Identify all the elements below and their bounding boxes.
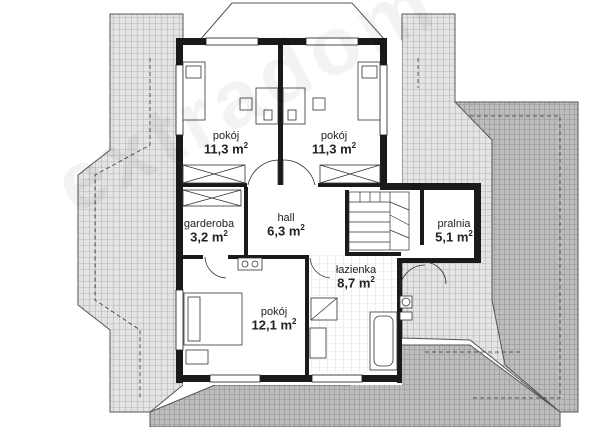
room-label-garderoba: garderoba 3,2 m2	[178, 218, 240, 245]
room-name: pokój	[320, 130, 348, 142]
room-name: pokój	[260, 306, 288, 318]
bathroom-fixtures	[185, 257, 413, 371]
room-name: pokój	[212, 130, 240, 142]
room-area: 6,3 m2	[267, 223, 305, 239]
roof-right	[401, 13, 579, 413]
room-name: pralnia	[437, 218, 471, 230]
room-area: 8,7 m2	[337, 275, 375, 291]
room-label-hall: hall 6,3 m2	[258, 212, 314, 239]
room-area: 3,2 m2	[190, 229, 228, 245]
room-label-pokoj-left: pokój 11,3 m2	[196, 130, 256, 157]
doors	[204, 159, 447, 291]
roof-dashed-lines	[94, 58, 561, 399]
room-name: hall	[277, 212, 295, 224]
room-area: 5,1 m2	[435, 229, 473, 245]
room-name: garderoba	[183, 218, 235, 230]
interior-walls	[183, 45, 424, 375]
room-area: 11,3 m2	[311, 141, 357, 157]
room-label-pokoj-bottom: pokój 12,1 m2	[244, 306, 304, 333]
stairs	[348, 191, 410, 251]
room-label-lazienka: łazienka 8,7 m2	[326, 264, 386, 291]
desks	[239, 87, 326, 125]
room-label-pralnia: pralnia 5,1 m2	[426, 218, 482, 245]
pralnia-floor	[402, 190, 478, 260]
windows	[175, 37, 388, 383]
room-area: 12,1 m2	[251, 317, 297, 333]
room-name: łazienka	[335, 264, 377, 276]
beds	[182, 61, 381, 346]
room-label-pokoj-right: pokój 11,3 m2	[304, 130, 364, 157]
wardrobes	[182, 164, 381, 207]
room-area: 11,3 m2	[203, 141, 249, 157]
